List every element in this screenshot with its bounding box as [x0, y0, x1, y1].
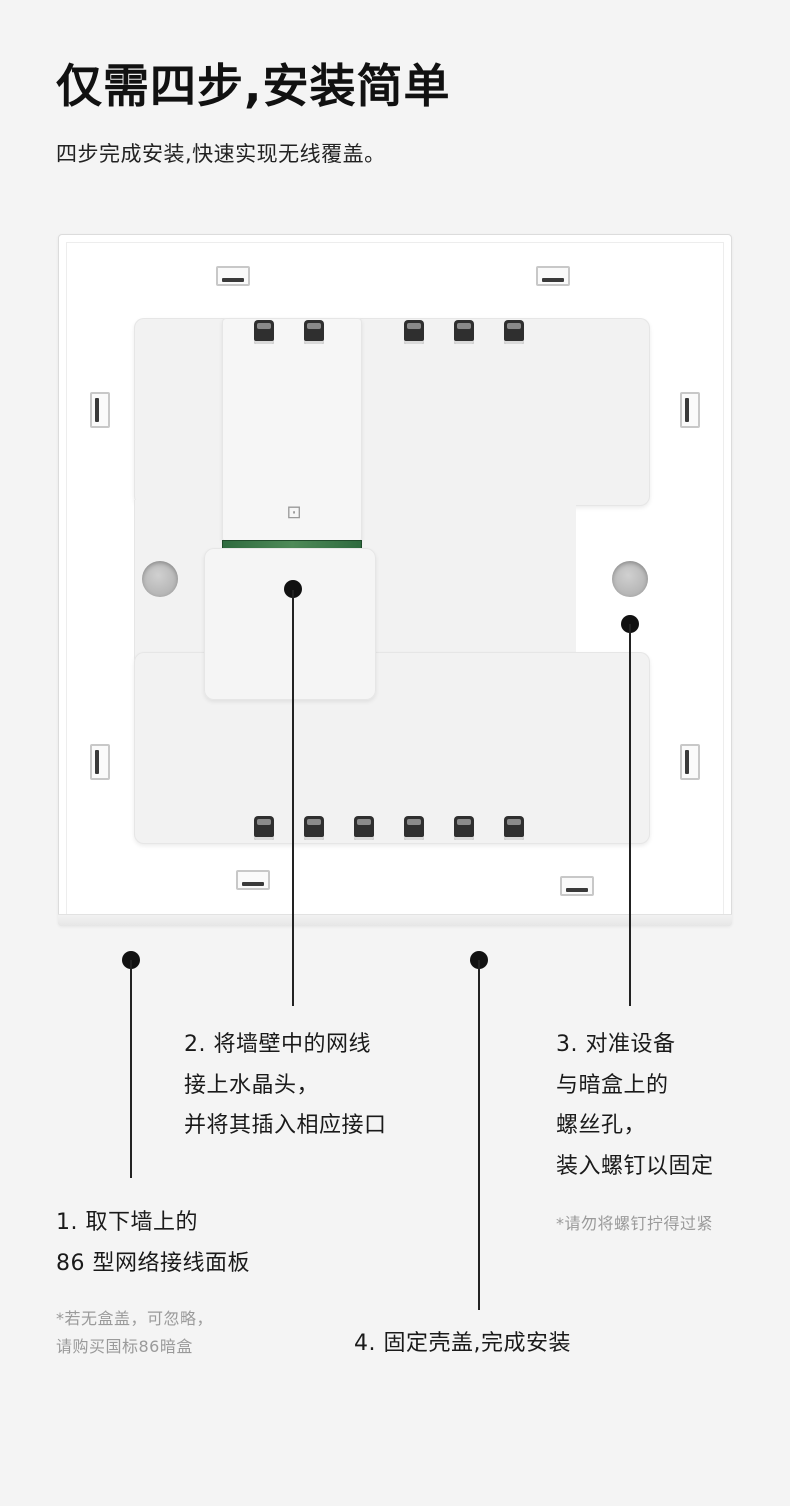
vent-slot — [404, 320, 424, 344]
vent-slot — [304, 816, 324, 840]
housing-top — [134, 318, 650, 506]
screw-hole — [142, 561, 178, 597]
step1-line: 1. 取下墙上的 — [56, 1210, 198, 1235]
clip-slot — [236, 870, 270, 890]
module-cover — [222, 318, 362, 542]
callout-line-step3 — [629, 624, 631, 1006]
clip-slot — [216, 266, 250, 286]
step3-line: 装入螺钉以固定 — [556, 1153, 714, 1179]
vent-slot — [504, 320, 524, 344]
step3-line: 与暗盒上的 — [556, 1072, 669, 1098]
panel-bottom-lip — [58, 914, 732, 926]
callout-line-step2 — [292, 590, 294, 1006]
step1-text: 1. 取下墙上的 86 型网络接线面板 — [56, 1203, 250, 1284]
vent-slot — [254, 816, 274, 840]
screw-hole — [612, 561, 648, 597]
clip-slot — [560, 876, 594, 896]
step3-text: 3. 对准设备 与暗盒上的 螺丝孔， 装入螺钉以固定 — [556, 1025, 714, 1187]
vent-slot — [304, 320, 324, 344]
step4-text: 4. 固定壳盖,完成安装 — [354, 1324, 571, 1365]
vent-slot — [254, 320, 274, 344]
step1-note-line: *若无盒盖，可忽略， — [56, 1309, 214, 1328]
vent-slot — [454, 816, 474, 840]
step2-line: 2. 将墙壁中的网线 — [184, 1032, 371, 1057]
port-icon: ⊡ — [286, 502, 302, 523]
step3-note: *请勿将螺钉拧得过紧 — [556, 1210, 713, 1238]
clip-slot — [90, 392, 110, 428]
step3-note-line: *请勿将螺钉拧得过紧 — [556, 1214, 714, 1233]
page-subtitle: 四步完成安装,快速实现无线覆盖。 — [56, 142, 386, 166]
vent-slot — [354, 816, 374, 840]
callout-line-step4 — [478, 960, 480, 1310]
callout-line-step1 — [130, 960, 132, 1178]
step4-line: 4. 固定壳盖,完成安装 — [354, 1331, 571, 1356]
step1-note: *若无盒盖，可忽略， 请购买国标86暗盒 — [56, 1305, 213, 1361]
page-title: 仅需四步,安装简单 — [56, 59, 451, 113]
callout-dot-step2 — [284, 580, 302, 598]
vent-slot — [504, 816, 524, 840]
step1-note-line: 请购买国标86暗盒 — [56, 1337, 193, 1356]
step2-line: 并将其插入相应接口 — [184, 1113, 387, 1138]
clip-slot — [680, 392, 700, 428]
vent-slot — [454, 320, 474, 344]
clip-slot — [90, 744, 110, 780]
housing-center — [360, 500, 576, 660]
clip-slot — [536, 266, 570, 286]
step3-line: 螺丝孔， — [556, 1113, 647, 1138]
step3-line: 3. 对准设备 — [556, 1032, 676, 1057]
step1-line: 86 型网络接线面板 — [56, 1250, 250, 1276]
step2-text: 2. 将墙壁中的网线 接上水晶头， 并将其插入相应接口 — [184, 1025, 387, 1147]
vent-slot — [404, 816, 424, 840]
clip-slot — [680, 744, 700, 780]
step2-line: 接上水晶头， — [184, 1072, 320, 1098]
rj45-module — [204, 548, 376, 700]
